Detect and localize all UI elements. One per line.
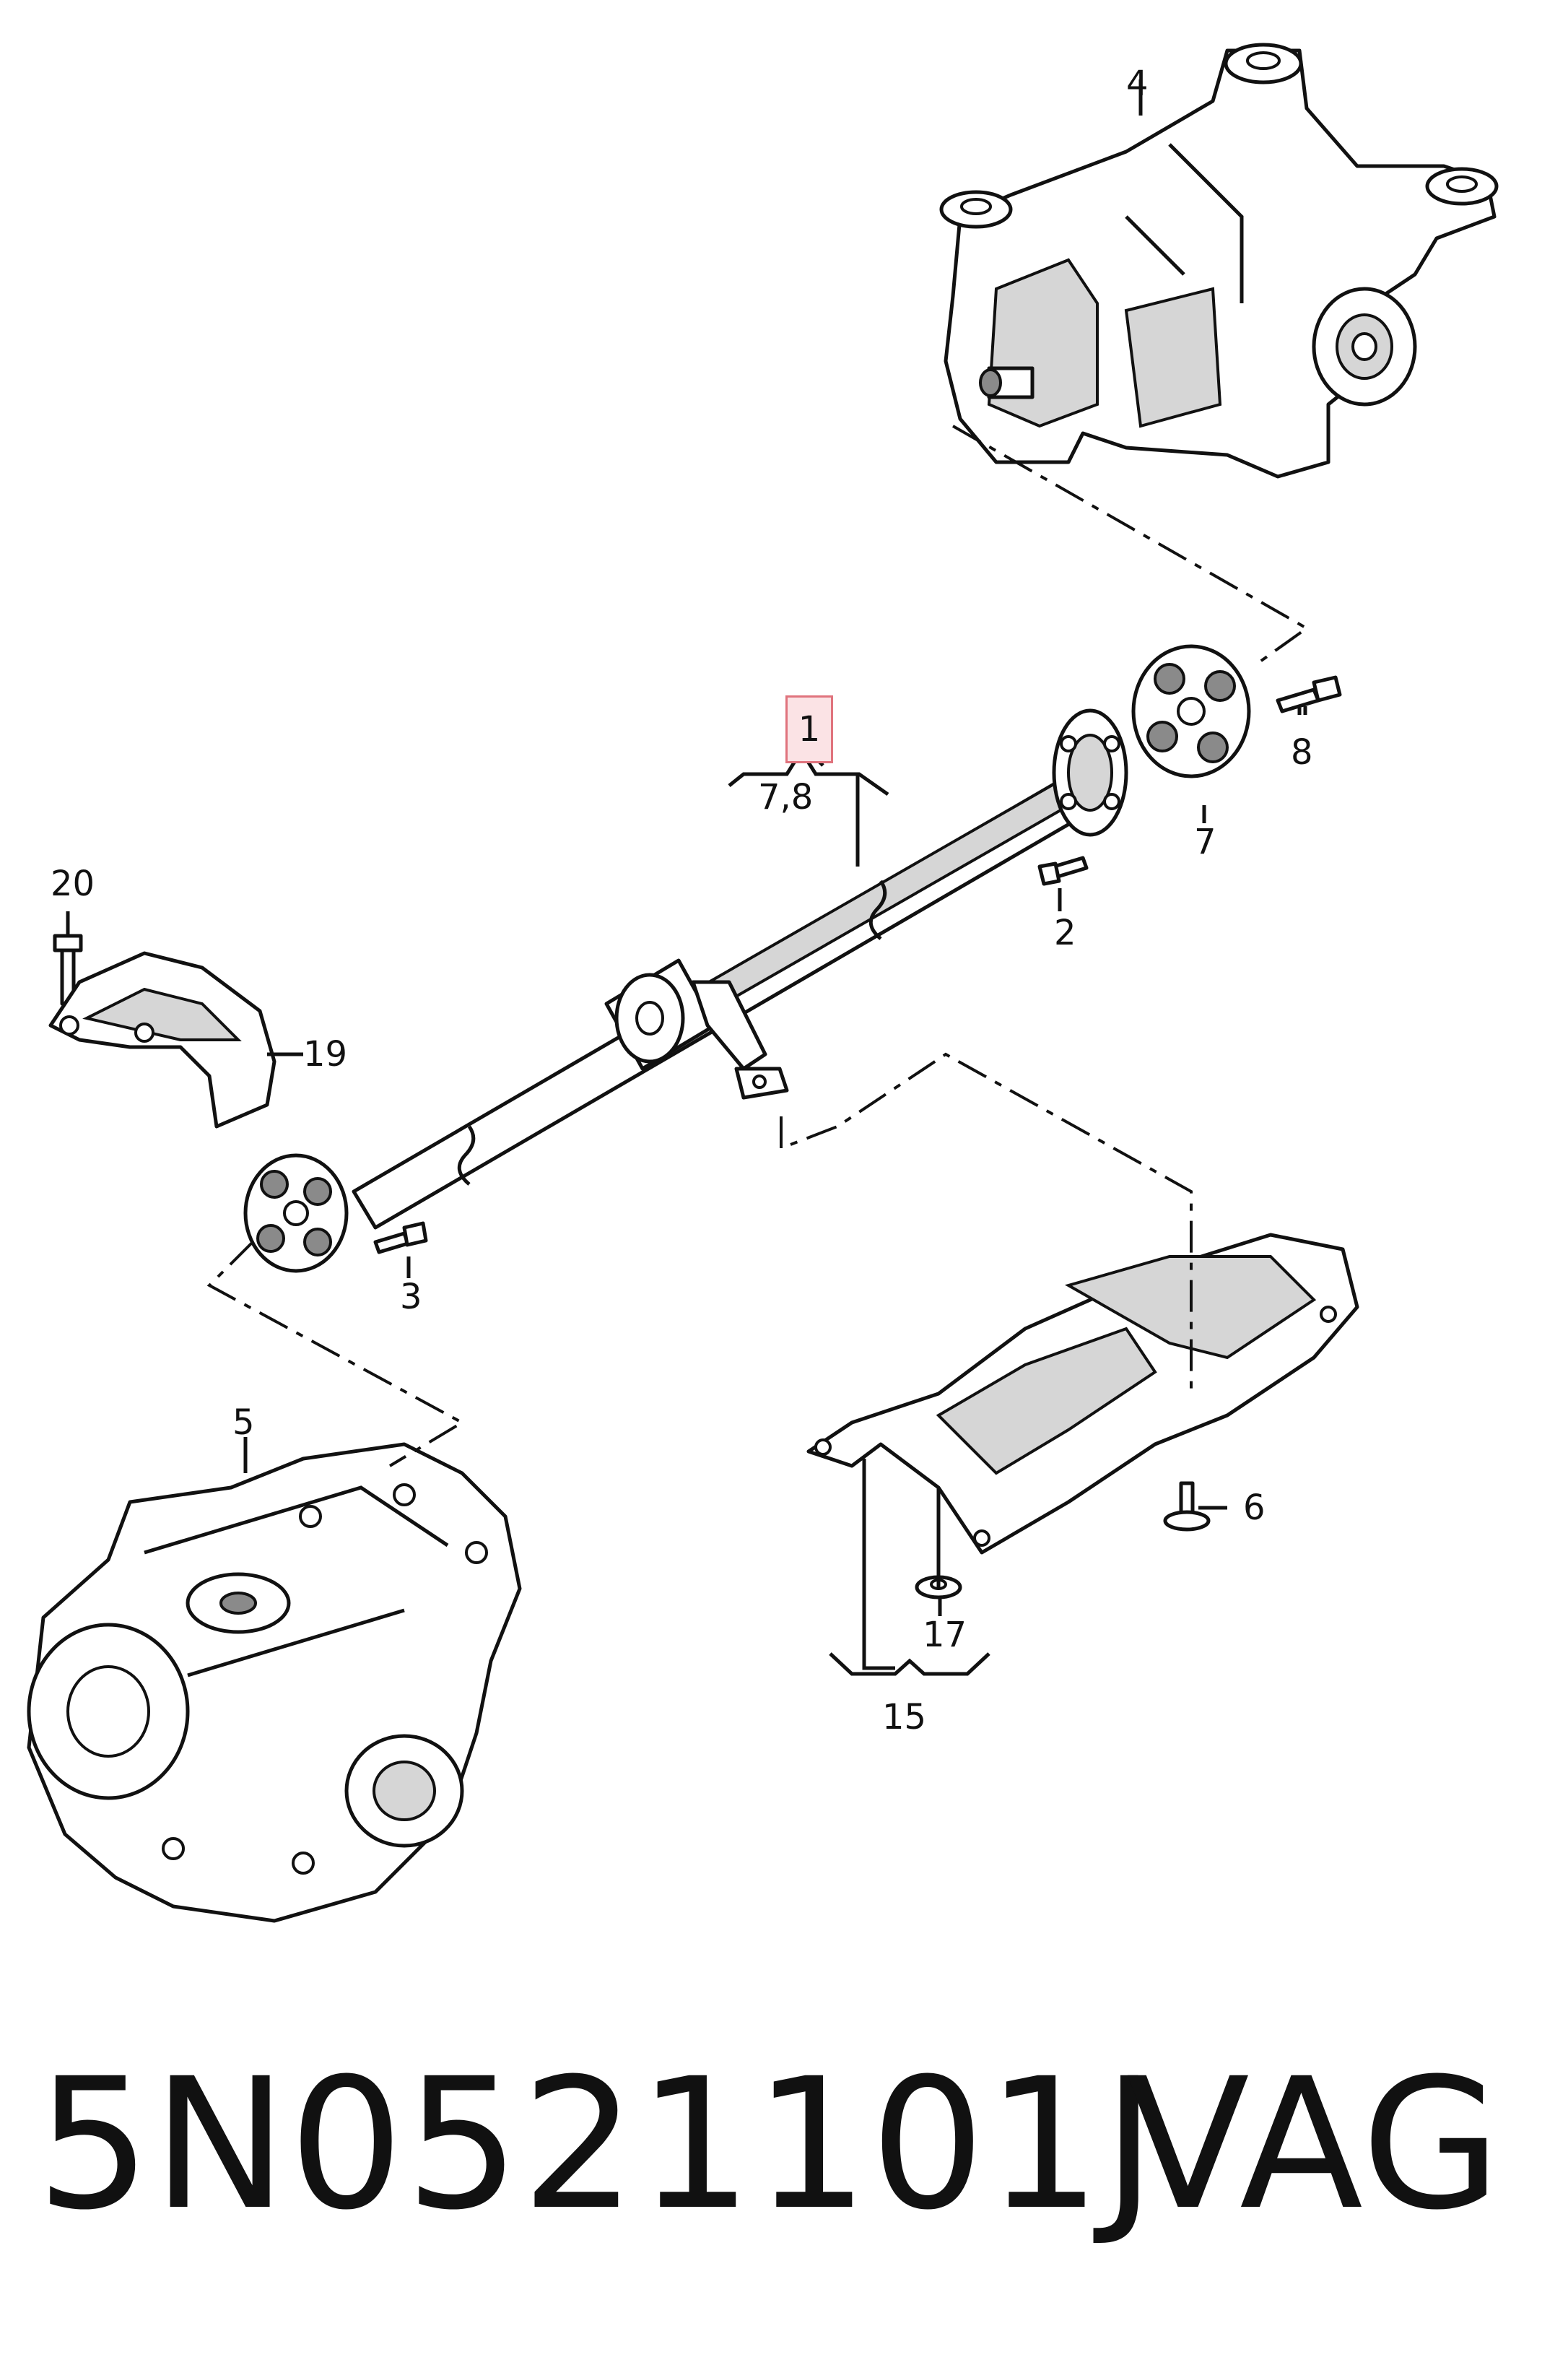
callout-19[interactable]: 19: [303, 1034, 348, 1075]
callout-17[interactable]: 17: [923, 1615, 967, 1655]
bolt-3: [373, 1221, 428, 1254]
callout-5[interactable]: 5: [232, 1402, 255, 1443]
callout-78[interactable]: 7,8: [758, 777, 814, 817]
part-number: 5N0521101J: [36, 2039, 1158, 2249]
callout-15[interactable]: 15: [882, 1697, 927, 1737]
heat-shield-large: [806, 1233, 1359, 1555]
front-gearbox: [27, 1442, 522, 1923]
dash-lines: [206, 425, 1310, 1467]
callout-3[interactable]: 3: [400, 1277, 422, 1317]
callout-8[interactable]: 8: [1291, 732, 1313, 773]
callout-4[interactable]: 4: [1126, 64, 1149, 104]
rear-differential: [939, 43, 1499, 479]
propshaft: [352, 708, 1128, 1230]
flex-disc-front: [243, 1153, 349, 1273]
flex-disc-rear: [1131, 644, 1251, 778]
bolt-6: [1163, 1481, 1211, 1532]
brand-label: VAG: [1126, 2039, 1503, 2249]
heat-shield-small: [48, 951, 276, 1129]
callout-6[interactable]: 6: [1243, 1488, 1266, 1528]
bolt-2: [1037, 856, 1089, 886]
bolt-8: [1276, 675, 1342, 713]
callout-1-highlighted[interactable]: 1: [785, 695, 833, 763]
callout-7[interactable]: 7: [1194, 822, 1216, 862]
callout-20[interactable]: 20: [51, 864, 95, 904]
callout-2[interactable]: 2: [1054, 913, 1076, 953]
